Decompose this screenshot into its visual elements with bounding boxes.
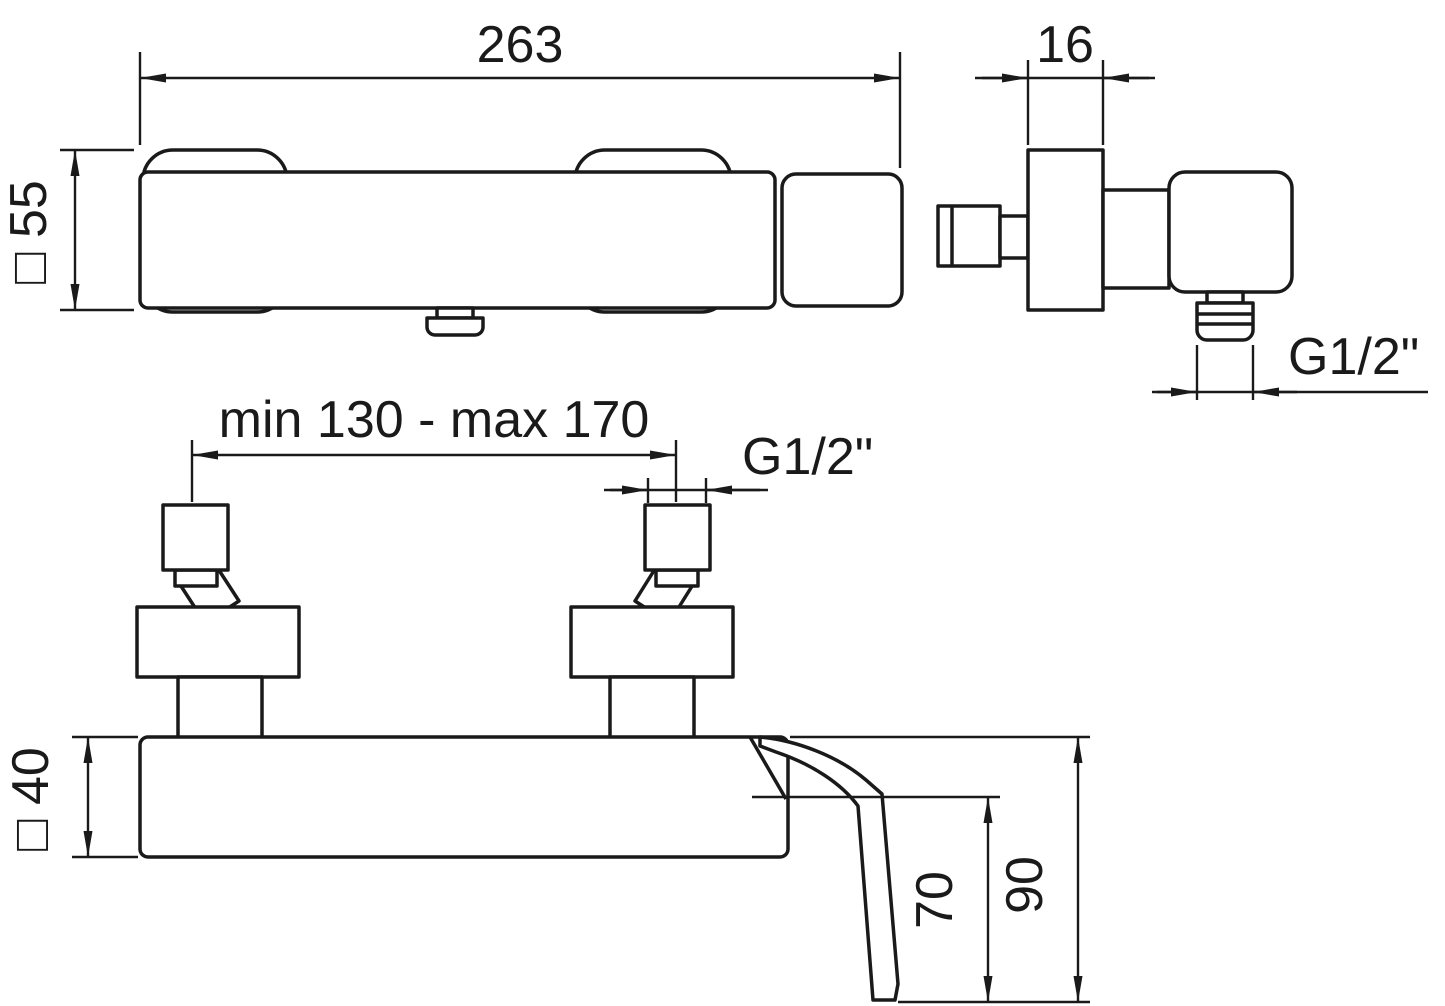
dim-40: □ 40 [2, 735, 138, 859]
dim-g12-inlet-label: G1/2" [742, 428, 873, 486]
union-collar-left [173, 568, 219, 588]
dim-g12-inlet: G1/2" [604, 428, 873, 503]
body-connector-left [176, 675, 264, 741]
dim-40-label: □ 40 [2, 747, 60, 851]
dimensions: 263 □ 55 16 G1/2" [0, 16, 1428, 1004]
dim-70-90: 70 90 [752, 735, 1090, 1004]
dim-centers-label: min 130 - max 170 [219, 391, 650, 449]
inlet-collar [998, 214, 1030, 260]
dim-16: 16 [975, 16, 1155, 145]
mixer-handle-end [780, 172, 904, 308]
dim-g12-side: G1/2" [1152, 328, 1428, 400]
mixer-body [138, 170, 777, 310]
body-connector-right [608, 675, 696, 741]
dim-263-label: 263 [477, 16, 564, 74]
body-neck [1101, 188, 1171, 290]
mixer-body-side [1167, 170, 1294, 294]
lever-handle [758, 735, 900, 1002]
inlet-fitting-right [643, 503, 712, 572]
dim-263: 263 [138, 16, 902, 168]
inlet-nipple [936, 204, 1002, 268]
dim-70-label: 70 [906, 871, 964, 929]
side-view [936, 148, 1294, 342]
dim-centers: min 130 - max 170 [190, 391, 678, 502]
dim-55: □ 55 [0, 148, 134, 312]
dim-55-label: □ 55 [0, 180, 58, 284]
inlet-fitting-left [161, 503, 230, 572]
dim-16-label: 16 [1036, 16, 1094, 74]
mixer-body-install [138, 735, 790, 859]
escutcheon-right [569, 605, 735, 679]
front-view [138, 148, 904, 337]
union-collar-right [654, 568, 700, 588]
escutcheon-left [135, 605, 301, 679]
outlet-nut [425, 316, 485, 337]
handle-base-edge [748, 736, 788, 800]
wall-plate [1026, 148, 1105, 312]
installation-view [135, 503, 900, 1002]
outlet-thread [1195, 301, 1255, 342]
dim-90-label: 90 [996, 856, 1054, 914]
dim-g12-side-label: G1/2" [1288, 328, 1419, 386]
